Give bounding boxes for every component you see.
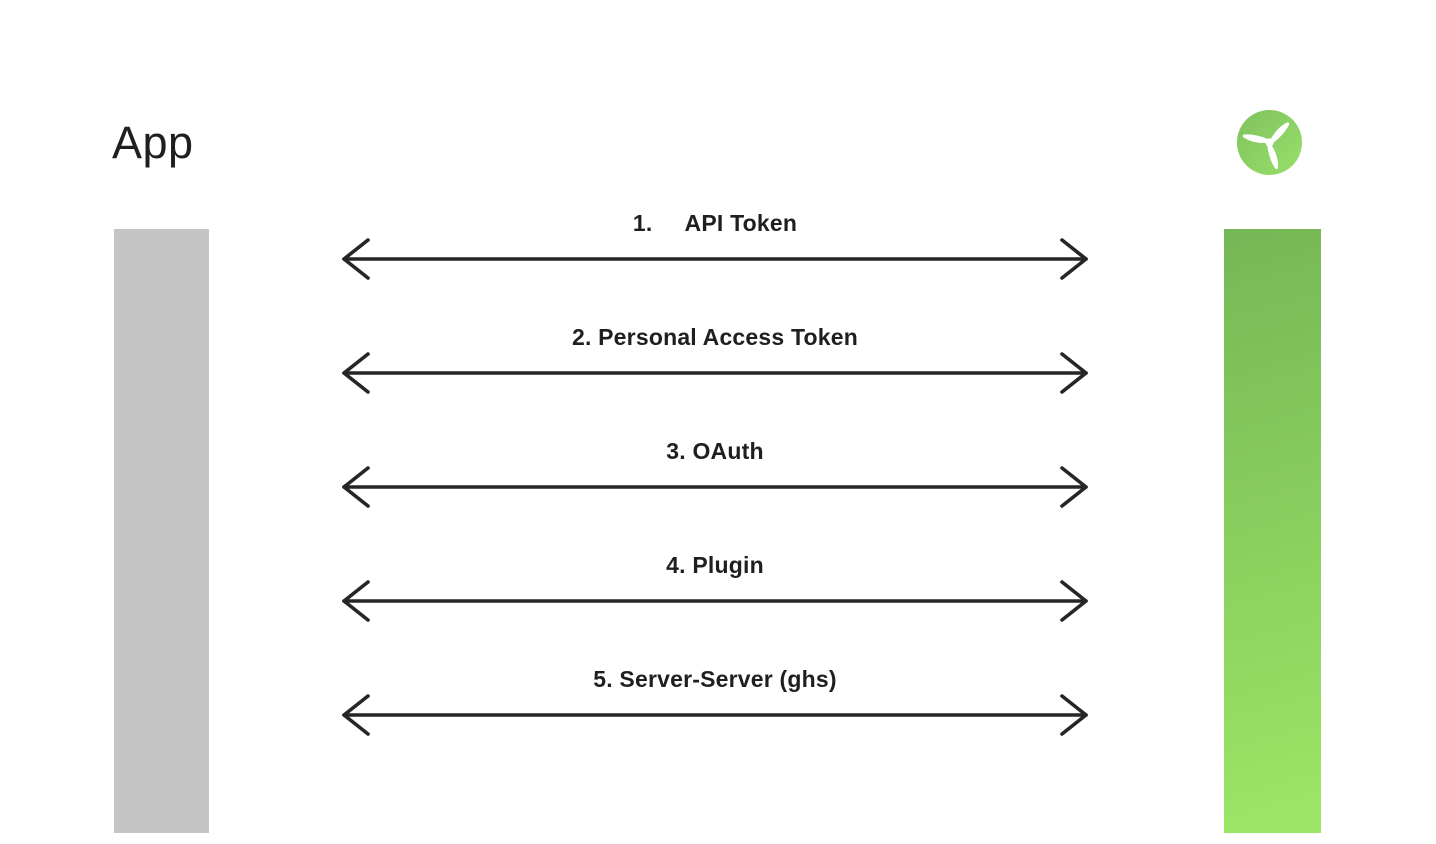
connection-plugin: 4. Plugin [339, 551, 1091, 625]
connection-oauth: 3. OAuth [339, 437, 1091, 511]
connection-personal-access-token: 2. Personal Access Token [339, 323, 1091, 397]
double-arrow-icon [342, 580, 1088, 622]
connection-label: 2. Personal Access Token [571, 324, 859, 350]
connection-api-token: 1. API Token [339, 209, 1091, 283]
app-title: App [112, 117, 194, 168]
connection-label: 4. Plugin [666, 552, 764, 578]
connection-label: 1. API Token [632, 210, 798, 236]
double-arrow-icon [342, 238, 1088, 280]
connection-label: 3. OAuth [666, 438, 764, 464]
connection-server-server: 5. Server-Server (ghs) [339, 665, 1091, 739]
propeller-logo-icon [1236, 109, 1303, 176]
double-arrow-icon [342, 352, 1088, 394]
app-lifeline-bar [114, 229, 209, 833]
service-lifeline-bar [1224, 229, 1321, 833]
double-arrow-icon [342, 694, 1088, 736]
connection-label: 5. Server-Server (ghs) [593, 666, 837, 692]
double-arrow-icon [342, 466, 1088, 508]
